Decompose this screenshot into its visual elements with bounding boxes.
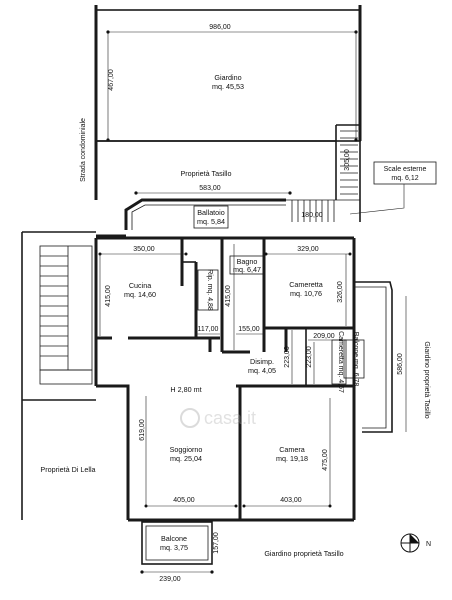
- dim-157: 157,00: [213, 532, 220, 554]
- cucina-area: mq. 14,60: [124, 290, 156, 299]
- dim-155: 155,00: [238, 326, 260, 333]
- watermark-text: casa.it: [204, 408, 256, 428]
- cameretta2-label: Cameretta mq. 4,67: [337, 331, 344, 393]
- cameretta-name: Cameretta: [289, 280, 323, 289]
- ballatoio: 583,00 Ballatoio mq. 5,84: [124, 185, 292, 230]
- giardino-tasillo-right: Giardino proprietà Tasillo: [423, 341, 430, 418]
- dim-986: 986,00: [209, 24, 231, 31]
- camera-name: Camera: [279, 445, 305, 454]
- right-balcony: Balcone mq. 6,78 586,00 Giardino proprie…: [343, 281, 430, 433]
- ballatoio-name: Ballatoio: [197, 208, 225, 217]
- soggiorno-name: Soggiorno: [170, 445, 203, 454]
- interior-dimensions: 350,00 329,00 415,00 415,00 326,00 117,0…: [98, 244, 352, 508]
- dim-405: 405,00: [173, 497, 195, 504]
- apartment-walls: [94, 234, 356, 522]
- dim-415-center: 415,00: [225, 285, 232, 307]
- dim-467: 467,00: [108, 69, 115, 91]
- dim-403: 403,00: [280, 497, 302, 504]
- north-arrow-icon: N: [400, 533, 431, 553]
- scale-esterne-text: Scale esterne: [384, 166, 427, 173]
- soggiorno-area: mq. 25,04: [170, 454, 202, 463]
- scale-esterne-area: mq. 6,12: [391, 175, 418, 182]
- giardino-tasillo-bottom: Giardino proprietà Tasillo: [264, 549, 343, 558]
- dim-223-b: 223,00: [306, 346, 313, 368]
- dim-326: 326,00: [337, 281, 344, 303]
- dim-329: 329,00: [297, 246, 319, 253]
- scale-esterne-callout: Scale esterne mq. 6,12: [349, 161, 437, 215]
- watermark: casa.it: [180, 408, 256, 428]
- left-stairwell: [21, 231, 96, 520]
- bagno-area: mq. 6,47: [233, 265, 261, 274]
- ripostiglio-label: Rip. mq. 4,88: [206, 269, 213, 311]
- room-labels: Cucina mq. 14,60 Rip. mq. 4,88 Bagno mq.…: [124, 255, 347, 463]
- proprieta-di-lella: Proprietà Di Lella: [40, 465, 95, 474]
- dim-350: 350,00: [133, 246, 155, 253]
- height-label: H 2,80 mt: [170, 385, 201, 394]
- dim-180: 180,00: [301, 212, 323, 219]
- disimp-name: Disimp.: [250, 357, 274, 366]
- dim-586: 586,00: [397, 353, 404, 375]
- camera-area: mq. 19,18: [276, 454, 308, 463]
- giardino-name: Giardino: [214, 73, 241, 82]
- balcone-right-label: Balcone mq. 6,78: [352, 332, 359, 387]
- dim-583: 583,00: [199, 185, 221, 192]
- north-label: N: [426, 541, 431, 548]
- bagno-name: Bagno: [237, 257, 258, 266]
- cucina-name: Cucina: [129, 281, 151, 290]
- giardino-area: mq. 45,53: [212, 82, 244, 91]
- dim-619: 619,00: [139, 419, 146, 441]
- dim-117: 117,00: [198, 326, 219, 333]
- dim-475: 475,00: [322, 449, 329, 471]
- balcone-bottom-name: Balcone: [161, 534, 187, 543]
- external-stairs: 305,00 180,00: [286, 124, 361, 222]
- cameretta-area: mq. 10,76: [290, 289, 322, 298]
- dim-415-left: 415,00: [105, 285, 112, 307]
- balcone-bottom-area: mq. 3,75: [160, 543, 188, 552]
- ballatoio-area: mq. 5,84: [197, 217, 225, 226]
- dim-223-a: 223,00: [284, 346, 291, 368]
- bottom-balcony: Balcone mq. 3,75 239,00 157,00: [140, 521, 220, 583]
- strada-label: Strada condominiale: [80, 118, 87, 182]
- disimp-area: mq. 4,05: [248, 366, 276, 375]
- dim-209: 209,00: [313, 333, 335, 340]
- proprieta-tasillo-label: Proprietà Tasillo: [180, 169, 231, 178]
- dim-239: 239,00: [159, 576, 181, 583]
- dim-305: 305,00: [344, 149, 351, 171]
